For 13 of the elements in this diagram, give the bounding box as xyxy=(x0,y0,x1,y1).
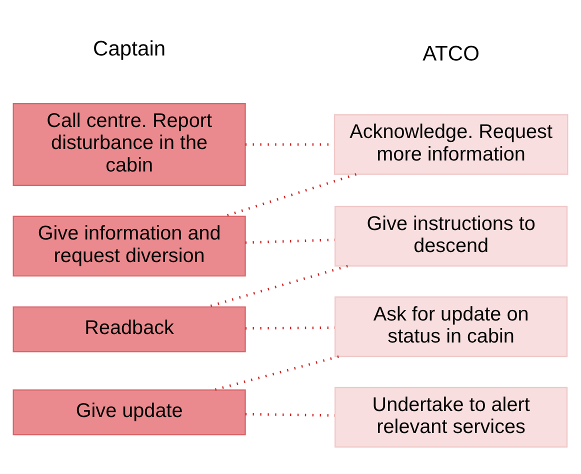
connector xyxy=(245,412,335,416)
node-box: Call centre. Report disturbance in the cabin xyxy=(12,102,246,186)
node-box: Give instructions to descend xyxy=(334,205,568,266)
label: ATCO xyxy=(422,42,480,65)
node-box: Give update xyxy=(12,388,246,435)
connector xyxy=(245,238,335,244)
connector xyxy=(214,354,339,391)
node-box: Readback xyxy=(12,306,246,352)
label: Captain xyxy=(93,36,166,60)
node-box: Acknowledge. Request more information xyxy=(334,114,568,174)
node-box: Undertake to alert relevant services xyxy=(334,386,568,448)
node-box: Ask for update on status in cabin xyxy=(334,296,568,357)
node-box: Give information and request diversion xyxy=(12,215,246,276)
